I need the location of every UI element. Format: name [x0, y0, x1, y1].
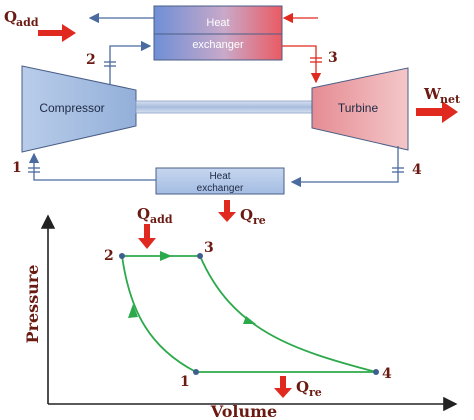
pv-point-label-3: 3: [204, 240, 214, 256]
line-bottom-hx-to-compressor: [28, 152, 156, 181]
net-work-sub: net: [440, 93, 461, 106]
heat-rejected-sub-pv: re: [309, 386, 322, 399]
heat-exchanger-top-label-1: Heat: [206, 17, 229, 29]
heat-exchanger-top: Heat exchanger: [153, 5, 283, 61]
heat-rejected-arrow-middle: [218, 200, 236, 222]
state-label-1: 1: [12, 160, 22, 176]
heat-rejected-sub-middle: re: [253, 214, 266, 227]
point-2: [119, 253, 125, 259]
y-axis-label: Pressure: [23, 265, 42, 344]
cycle-paths: [121, 255, 377, 373]
net-work-label: W: [423, 85, 442, 103]
arrow-2-3: [160, 251, 172, 261]
heat-rejected-arrow-pv: [274, 376, 292, 398]
line-hx-to-turbine: [282, 45, 322, 84]
arrow-3-4: [243, 316, 256, 324]
heat-exchanger-bottom-label-2: exchanger: [197, 183, 244, 194]
net-work-arrow: [416, 101, 458, 123]
pv-point-label-1: 1: [180, 374, 190, 390]
process-3-4: [199, 255, 377, 373]
heat-exchanger-bottom: Heat exchanger: [155, 167, 285, 195]
heat-rejected-label-pv: Q: [296, 378, 309, 396]
state-label-3: 3: [328, 50, 338, 66]
heat-added-label-top: Q: [4, 8, 17, 26]
compressor: Compressor: [21, 65, 137, 153]
turbine: Turbine: [311, 67, 409, 151]
pv-point-label-2: 2: [104, 248, 114, 264]
heat-added-label-pv: Q: [137, 205, 150, 223]
heat-exchanger-top-label-2: exchanger: [192, 39, 244, 51]
line-compressor-to-hx: [104, 40, 152, 84]
x-axis-label: Volume: [210, 402, 277, 420]
line-turbine-to-bottom-hx: [290, 146, 404, 188]
point-3: [197, 253, 203, 259]
heat-rejected-label-middle: Q: [240, 206, 253, 224]
heat-added-arrow-pv: [138, 224, 156, 249]
pv-point-label-4: 4: [382, 366, 392, 382]
state-label-4: 4: [412, 162, 422, 178]
heat-added-sub-top: add: [16, 16, 39, 29]
point-4: [373, 369, 379, 375]
state-label-2: 2: [86, 52, 96, 68]
heat-added-sub-pv: add: [150, 213, 173, 226]
process-1-2: [121, 255, 197, 373]
turbine-label: Turbine: [338, 101, 379, 115]
shaft: [135, 100, 313, 114]
heat-added-arrow-top: [38, 24, 76, 42]
compressor-label: Compressor: [39, 101, 104, 115]
heat-exchanger-bottom-label-1: Heat: [209, 171, 230, 182]
arrow-1-2: [128, 304, 138, 318]
point-1: [193, 369, 199, 375]
